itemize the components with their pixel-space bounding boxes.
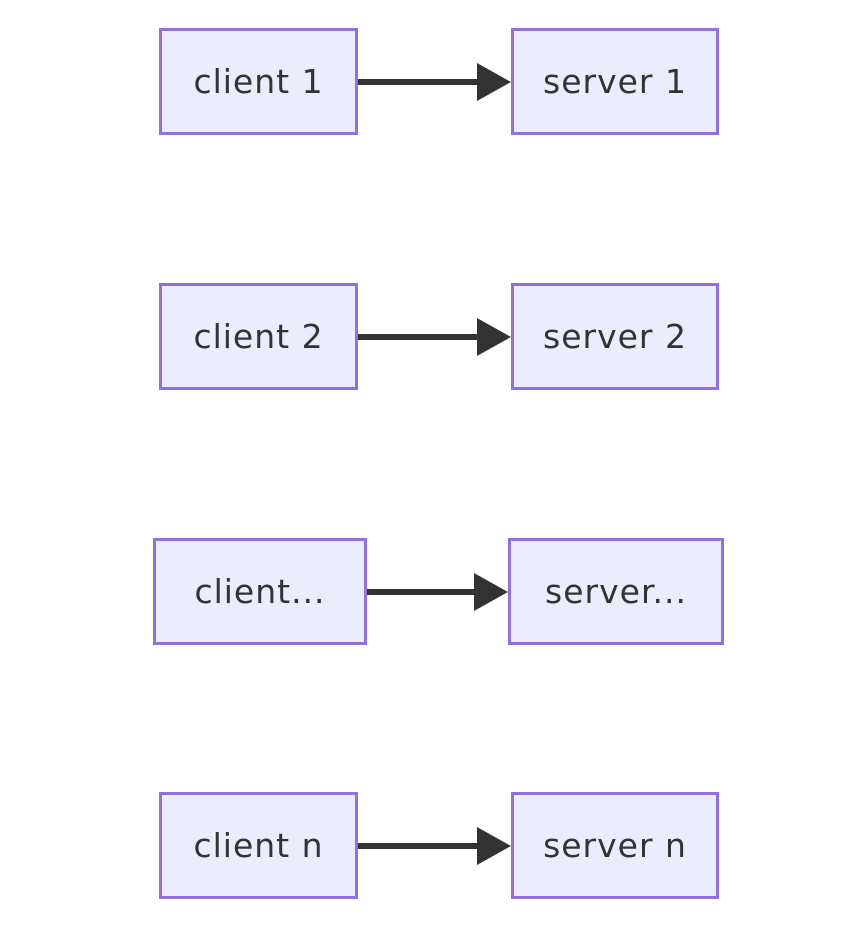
node-server-2: server 2 (511, 283, 719, 390)
node-server-1: server 1 (511, 28, 719, 135)
node-client-n: client n (159, 792, 358, 899)
node-server-n-label: server n (543, 826, 687, 865)
arrowhead-icon (477, 63, 511, 101)
node-server-n: server n (511, 792, 719, 899)
arrow-client-n-to-server-n (358, 843, 480, 849)
arrow-client-1-to-server-1 (358, 79, 480, 85)
node-client-1-label: client 1 (193, 62, 324, 101)
arrow-client-2-to-server-2 (358, 334, 480, 340)
arrowhead-icon (477, 318, 511, 356)
node-client-ellipsis-label: client... (194, 572, 326, 611)
node-client-ellipsis: client... (153, 538, 367, 645)
node-server-ellipsis: server... (508, 538, 724, 645)
arrowhead-icon (477, 827, 511, 865)
node-server-ellipsis-label: server... (545, 572, 687, 611)
node-client-2: client 2 (159, 283, 358, 390)
arrowhead-icon (474, 573, 508, 611)
node-client-n-label: client n (193, 826, 324, 865)
node-client-1: client 1 (159, 28, 358, 135)
node-server-1-label: server 1 (543, 62, 687, 101)
arrow-client-ellipsis-to-server-ellipsis (367, 589, 477, 595)
node-client-2-label: client 2 (193, 317, 324, 356)
node-server-2-label: server 2 (543, 317, 687, 356)
